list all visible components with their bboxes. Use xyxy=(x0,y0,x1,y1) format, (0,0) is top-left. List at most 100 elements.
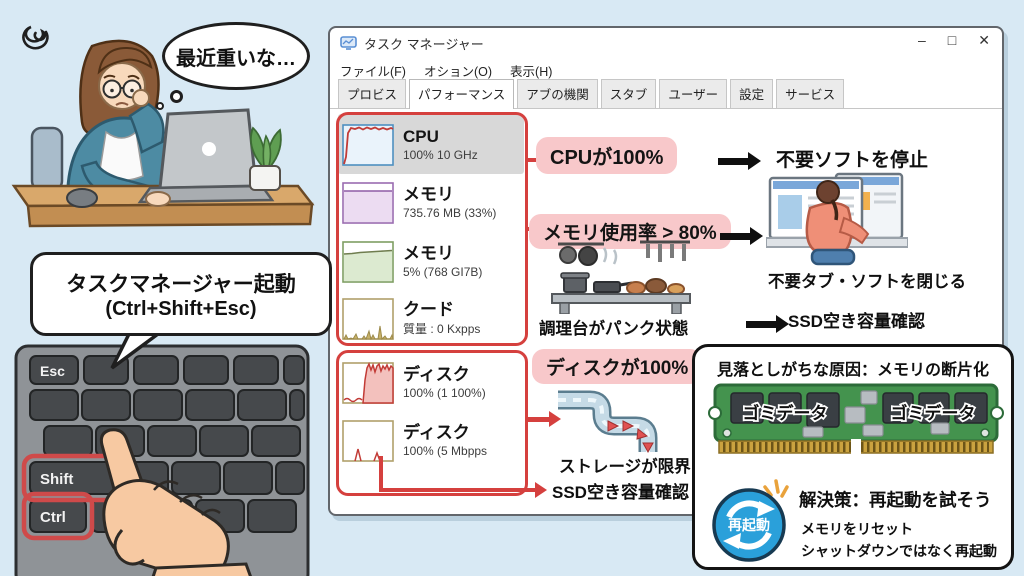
key xyxy=(247,499,297,533)
pipe-caption: ストレージが限界 xyxy=(559,458,691,476)
memory-fragmentation-memo-box: 見落としがちな原因：メモリの断片化 xyxy=(692,344,1014,570)
menu-view[interactable]: 表示(H) xyxy=(510,64,553,79)
perf-item-cpu[interactable]: CPU 100% 10 GHz xyxy=(342,118,524,172)
laptop-base xyxy=(137,184,275,204)
key xyxy=(43,425,93,457)
restart-badge-label: 再起動 xyxy=(728,517,770,533)
perf-item-name: CPU xyxy=(403,127,439,147)
perf-item-name: ディスク xyxy=(403,423,470,443)
key xyxy=(183,355,229,385)
woman-arm-raised xyxy=(128,102,165,154)
cpu-graph xyxy=(342,124,394,166)
task-manager-window: タスク マネージャー – □ ✕ ファイル(F) オション(O) 表示(H) プ… xyxy=(328,26,1004,516)
maximize-button[interactable]: □ xyxy=(947,32,957,48)
close-button[interactable]: ✕ xyxy=(978,32,990,48)
tab-services[interactable]: サービス xyxy=(776,79,845,108)
key xyxy=(237,389,287,421)
key xyxy=(283,355,305,385)
pointing-hand xyxy=(99,428,252,576)
cpu-issue-label: CPUが100% xyxy=(536,137,678,174)
perf-item-memory-1[interactable]: メモリ 735.76 MB (33%) xyxy=(342,176,524,230)
mouse xyxy=(66,188,98,208)
perf-item-name: クード xyxy=(403,299,454,319)
thought-bubble: 最近重いな… xyxy=(162,22,310,90)
key-esc xyxy=(29,355,79,385)
garbage-data-label-1: ゴミデータ xyxy=(743,403,828,423)
disk-graph-2 xyxy=(342,420,394,462)
thought-bubble-dot-large xyxy=(170,90,183,103)
plant xyxy=(249,126,282,191)
woman-eyebrow-right xyxy=(127,74,140,80)
woman-mouth xyxy=(115,102,129,106)
perf-item-detail: 100% 10 GHz xyxy=(403,147,478,162)
memory-action-text: 不要タブ・ソフトを閉じる xyxy=(768,273,966,291)
solution-line-2: シャットダウンではなく再起動 xyxy=(801,543,997,559)
tab-performance[interactable]: パフォーマンス xyxy=(409,79,515,109)
woman-eye-right xyxy=(130,88,134,93)
key xyxy=(147,425,197,457)
woman-at-laptop-illustration xyxy=(11,25,315,228)
ssd-connector-arrowhead xyxy=(535,482,547,498)
perf-item-network[interactable]: クード 質量 : 0 Kxpps xyxy=(342,292,524,346)
tab-processes[interactable]: プロビス xyxy=(338,79,407,108)
cpu-memory-group-outline xyxy=(336,112,528,346)
tab-startup[interactable]: スタブ xyxy=(600,79,657,108)
disk-graph-1 xyxy=(342,362,394,404)
shortcut-callout: タスクマネージャー起動 (Ctrl+Shift+Esc) xyxy=(30,252,332,336)
key xyxy=(185,389,235,421)
arrow-right-icon xyxy=(746,315,789,333)
key xyxy=(81,389,131,421)
key xyxy=(251,425,301,457)
woman-hand-at-temple xyxy=(132,89,150,107)
person-closing-tabs-illustration xyxy=(766,172,908,266)
perf-item-name: ディスク xyxy=(403,365,470,385)
desk-front xyxy=(26,202,314,228)
key xyxy=(133,355,179,385)
restart-badge-icon: 再起動 xyxy=(712,479,789,562)
perf-item-detail: 100% (1 100%) xyxy=(403,385,486,400)
clogged-pipe-illustration xyxy=(558,390,658,454)
woman-bangs xyxy=(97,46,153,75)
key xyxy=(275,461,305,495)
ram-stick-illustration: ゴミデータ ゴミデータ xyxy=(708,383,1004,455)
tab-bar: プロビス パフォーマンス アブの機関 スタブ ユーザー 設定 サービス xyxy=(330,79,1002,109)
ctrl-key-highlight xyxy=(21,491,95,541)
key xyxy=(29,389,79,421)
minimize-button[interactable]: – xyxy=(918,32,926,48)
key-ctrl-label: Ctrl xyxy=(40,509,66,526)
tab-app-history[interactable]: アブの機関 xyxy=(517,79,598,108)
woman-eyebrow-left xyxy=(103,74,116,79)
cpu-connector-line xyxy=(527,158,537,162)
frustration-squiggle-icon xyxy=(22,25,49,50)
solution-title: 解決策：再起動を試そう xyxy=(799,490,992,510)
key xyxy=(223,461,273,495)
perf-item-detail: 735.76 MB (33%) xyxy=(403,205,497,220)
arrow-right-icon xyxy=(720,227,763,245)
perf-item-disk-2[interactable]: ディスク 100% (5 Mbpps xyxy=(342,414,524,468)
menu-options[interactable]: オション(O) xyxy=(423,64,493,79)
menu-file[interactable]: ファイル(F) xyxy=(340,64,406,79)
keyboard-illustration: Esc Shift Ctrl xyxy=(14,344,310,576)
ssd-connector-horizontal xyxy=(379,488,537,492)
memory-issue-label: メモリ使用率 > 80% xyxy=(529,214,731,249)
key xyxy=(133,389,183,421)
tab-users[interactable]: ユーザー xyxy=(659,79,728,108)
tab-settings[interactable]: 設定 xyxy=(730,79,774,108)
memory-graph-2 xyxy=(342,241,394,283)
key-shift-label: Shift xyxy=(40,471,73,488)
garbage-data-label-2: ゴミデータ xyxy=(891,403,976,423)
perf-item-disk-1[interactable]: ディスク 100% (1 100%) xyxy=(342,356,524,410)
perf-item-memory-2[interactable]: メモリ 5% (768 GI7B) xyxy=(342,235,524,289)
disk-issue-label: ディスクが100% xyxy=(532,349,703,384)
disk-group-outline xyxy=(336,350,528,496)
cluttered-kitchen-illustration xyxy=(551,240,691,314)
key-esc-label: Esc xyxy=(40,363,65,379)
woman-hand-typing xyxy=(145,191,171,207)
perf-item-detail: 5% (768 GI7B) xyxy=(403,264,483,279)
key xyxy=(171,461,221,495)
window-title: タスク マネージャー xyxy=(364,36,484,52)
key xyxy=(289,389,305,421)
memory-graph-1 xyxy=(342,182,394,224)
perf-item-detail: 質量 : 0 Kxpps xyxy=(403,322,481,337)
